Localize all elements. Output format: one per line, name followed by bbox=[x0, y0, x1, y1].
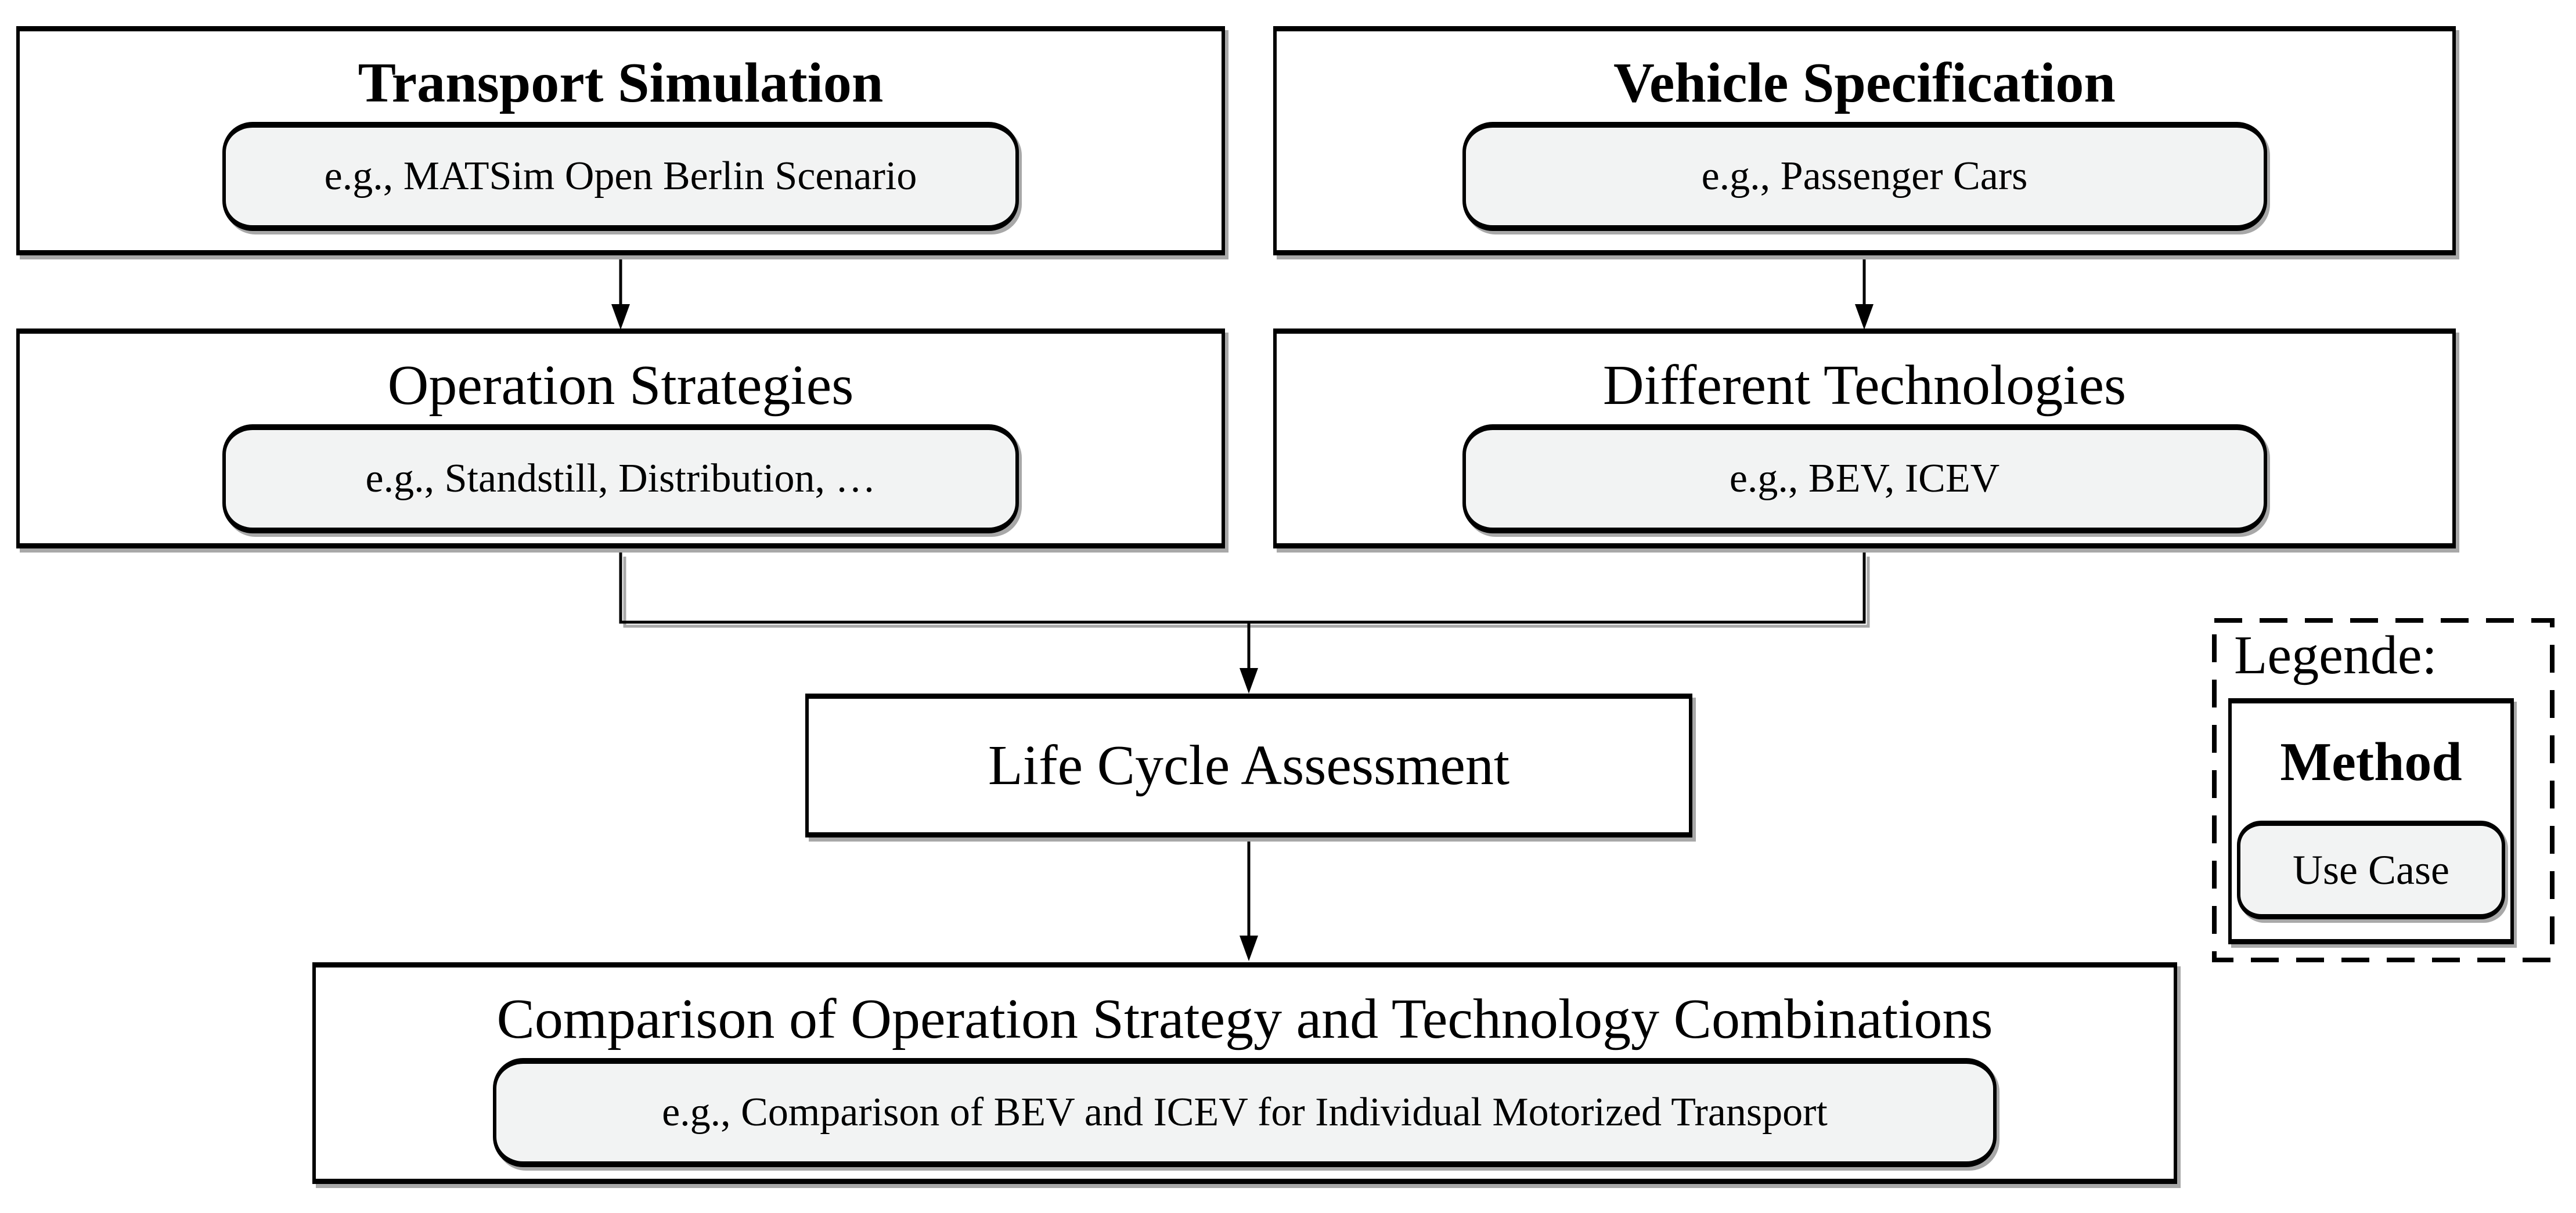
legend-method-box: Method Use Case bbox=[2228, 698, 2514, 944]
use-case-text: e.g., Passenger Cars bbox=[1701, 154, 2028, 198]
legend-dashed-frame bbox=[2212, 618, 2555, 962]
legend-heading: Legende: bbox=[2234, 625, 2437, 685]
box-title-transport-simulation: Transport Simulation bbox=[358, 51, 884, 114]
title-area: Transport Simulation bbox=[358, 44, 884, 122]
arrowhead-down-icon bbox=[1240, 668, 1258, 694]
legend-use-case-label: Use Case bbox=[2293, 846, 2449, 893]
title-area: Vehicle Specification bbox=[1613, 44, 2116, 122]
legend-use-case-box: Use Case bbox=[2237, 821, 2505, 919]
connector-merge-elbow bbox=[619, 553, 1866, 624]
method-box-life-cycle-assessment: Life Cycle Assessment bbox=[805, 694, 1692, 837]
box-title-life-cycle-assessment: Life Cycle Assessment bbox=[988, 734, 1510, 797]
use-case-text: e.g., Standstill, Distribution, … bbox=[365, 456, 876, 501]
use-case-text: e.g., BEV, ICEV bbox=[1729, 456, 2000, 501]
connector-merge-shadow bbox=[623, 557, 1870, 628]
box-title-operation-strategies: Operation Strategies bbox=[387, 353, 854, 417]
arrowhead-down-icon bbox=[1240, 936, 1258, 961]
title-area: Different Technologies bbox=[1603, 346, 2126, 424]
use-case-text: e.g., MATSim Open Berlin Scenario bbox=[324, 154, 917, 198]
method-box-transport-simulation: Transport Simulation e.g., MATSim Open B… bbox=[16, 26, 1225, 255]
arrowhead-down-icon bbox=[1855, 304, 1874, 330]
method-box-different-technologies: Different Technologies e.g., BEV, ICEV bbox=[1273, 328, 2456, 548]
method-box-vehicle-specification: Vehicle Specification e.g., Passenger Ca… bbox=[1273, 26, 2456, 255]
box-title-comparison: Comparison of Operation Strategy and Tec… bbox=[496, 987, 1993, 1050]
use-case-box-comparison-bev-icev: e.g., Comparison of BEV and ICEV for Ind… bbox=[493, 1058, 1997, 1167]
use-case-box-bev-icev: e.g., BEV, ICEV bbox=[1462, 424, 2267, 533]
method-box-comparison: Comparison of Operation Strategy and Tec… bbox=[312, 962, 2177, 1184]
use-case-box-standstill-distribution: e.g., Standstill, Distribution, … bbox=[222, 424, 1019, 533]
box-title-different-technologies: Different Technologies bbox=[1602, 353, 2127, 417]
use-case-text: e.g., Comparison of BEV and ICEV for Ind… bbox=[662, 1090, 1828, 1135]
use-case-box-passenger-cars: e.g., Passenger Cars bbox=[1462, 122, 2267, 231]
title-area: Operation Strategies bbox=[388, 346, 854, 424]
legend-method-label: Method bbox=[2280, 732, 2462, 792]
use-case-box-matsim: e.g., MATSim Open Berlin Scenario bbox=[222, 122, 1019, 231]
method-box-operation-strategies: Operation Strategies e.g., Standstill, D… bbox=[16, 328, 1225, 548]
title-area: Comparison of Operation Strategy and Tec… bbox=[496, 980, 1993, 1058]
arrowhead-down-icon bbox=[611, 304, 630, 330]
legend-method-label-area: Method bbox=[2280, 703, 2462, 821]
box-title-vehicle-specification: Vehicle Specification bbox=[1613, 51, 2116, 114]
